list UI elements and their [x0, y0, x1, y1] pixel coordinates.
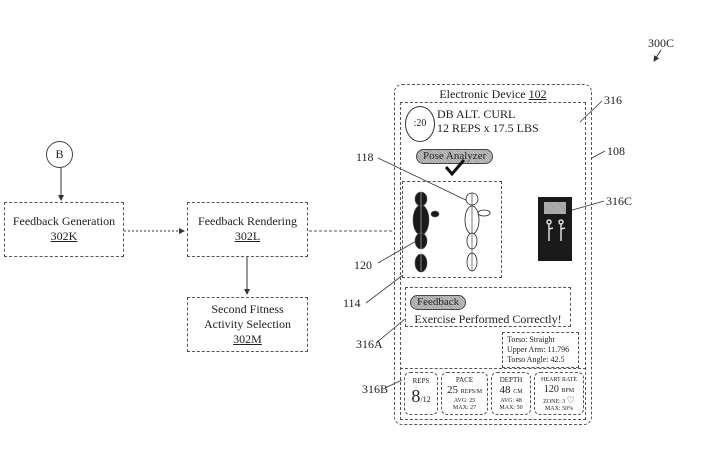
second-selection-ref: 302M: [233, 332, 262, 346]
timer-value: :20: [413, 118, 427, 129]
second-activity-selection-box: Second Fitness Activity Selection 302M: [187, 297, 308, 352]
feedback-rendering-title: Feedback Rendering: [198, 214, 297, 228]
leader-114: [365, 274, 404, 304]
callout-316C: 316C: [606, 194, 633, 208]
heart-rate-max: MAX: 50%: [544, 406, 574, 412]
metrics-divider: [400, 368, 586, 369]
thumbnail-header: [544, 202, 566, 214]
feedback-generation-box: Feedback Generation 302K: [4, 202, 124, 257]
figure-ref-label: 300C: [648, 36, 675, 50]
heart-rate-zone: ZONE: 3: [543, 399, 566, 405]
callout-316: 316: [604, 93, 622, 107]
pose-analyzer-label: Pose Analyzer: [416, 149, 494, 164]
device-title-text: Electronic Device: [439, 87, 526, 101]
feedback-rendering-ref: 302L: [234, 229, 261, 243]
connector-b-label: B: [55, 147, 64, 161]
pace-label: PACE: [455, 376, 474, 384]
exercise-detail: 12 REPS x 17.5 LBS: [437, 121, 539, 135]
heart-rate-label: HEART RATE: [540, 377, 578, 383]
callout-120: 120: [354, 258, 372, 272]
feedback-message: Exercise Performed Correctly!: [414, 312, 562, 326]
stat-torso: Torso: Straight: [507, 335, 555, 344]
callout-118: 118: [356, 150, 374, 164]
figure-ref-arrow: [653, 49, 662, 62]
pose-comparison-panel: [402, 181, 502, 278]
exercise-info: DB ALT. CURL 12 REPS x 17.5 LBS: [437, 107, 539, 135]
pose-stats-panel: Torso: Straight Upper Arm: 11.796 Torso …: [502, 332, 579, 368]
pace-unit: REPS/M: [460, 389, 483, 395]
device-screen: [400, 102, 586, 420]
leader-316B: [384, 379, 403, 389]
heart-icon: ♡: [566, 395, 575, 405]
stat-upper-arm: Upper Arm: 11.796: [507, 345, 570, 354]
electronic-device: [394, 84, 592, 425]
feedback-panel: Feedback Exercise Performed Correctly!: [405, 287, 571, 327]
leader-120: [377, 239, 419, 264]
leader-118: [377, 157, 471, 203]
feedback-generation-ref: 302K: [50, 229, 78, 243]
depth-max: MAX: 50: [499, 405, 523, 411]
video-thumbnail: [538, 197, 572, 261]
metric-reps: REPS 8/12: [404, 372, 438, 415]
callout-316A: 316A: [356, 337, 383, 351]
second-selection-title-1: Second Fitness: [211, 302, 284, 316]
exercise-name: DB ALT. CURL: [437, 107, 516, 121]
feedback-rendering-box: Feedback Rendering 302L: [187, 202, 308, 257]
depth-value: 48: [499, 384, 511, 396]
heart-rate-unit: BPM: [561, 388, 575, 394]
pace-max: MAX: 27: [452, 405, 477, 411]
callout-114: 114: [343, 296, 361, 310]
reps-label: REPS: [412, 377, 430, 385]
feedback-badge: Feedback: [410, 295, 467, 310]
depth-label: DEPTH: [499, 376, 523, 384]
connector-b: B: [46, 141, 73, 168]
device-ref: 102: [528, 87, 547, 101]
stat-torso-angle: Torso Angle: 42.5: [507, 355, 565, 364]
callout-108: 108: [607, 144, 625, 158]
depth-unit: CM: [513, 389, 523, 395]
reps-value: 8: [411, 386, 421, 406]
metric-depth: DEPTH 48 CM AVG: 48 MAX: 50: [491, 372, 531, 415]
thumbnail-figures-icon: [546, 219, 566, 241]
timer-ring: :20: [405, 106, 435, 142]
heart-rate-value: 120: [543, 384, 559, 395]
pace-value: 25: [446, 384, 458, 396]
reps-total: /12: [420, 395, 431, 404]
leader-108: [591, 150, 606, 159]
metric-pace: PACE 25 REPS/M AVG: 25 MAX: 27: [441, 372, 488, 415]
metric-heart-rate: HEART RATE 120 BPM ZONE: 3 ♡ MAX: 50%: [534, 372, 584, 415]
pace-avg: AVG: 25: [453, 398, 476, 404]
callout-316B: 316B: [362, 382, 389, 396]
pose-analyzer-badge: Pose Analyzer: [416, 146, 494, 164]
second-selection-title-2: Activity Selection: [204, 317, 291, 331]
feedback-generation-title: Feedback Generation: [12, 214, 116, 228]
device-title: Electronic Device 102: [394, 87, 592, 102]
depth-avg: AVG: 48: [500, 398, 522, 404]
